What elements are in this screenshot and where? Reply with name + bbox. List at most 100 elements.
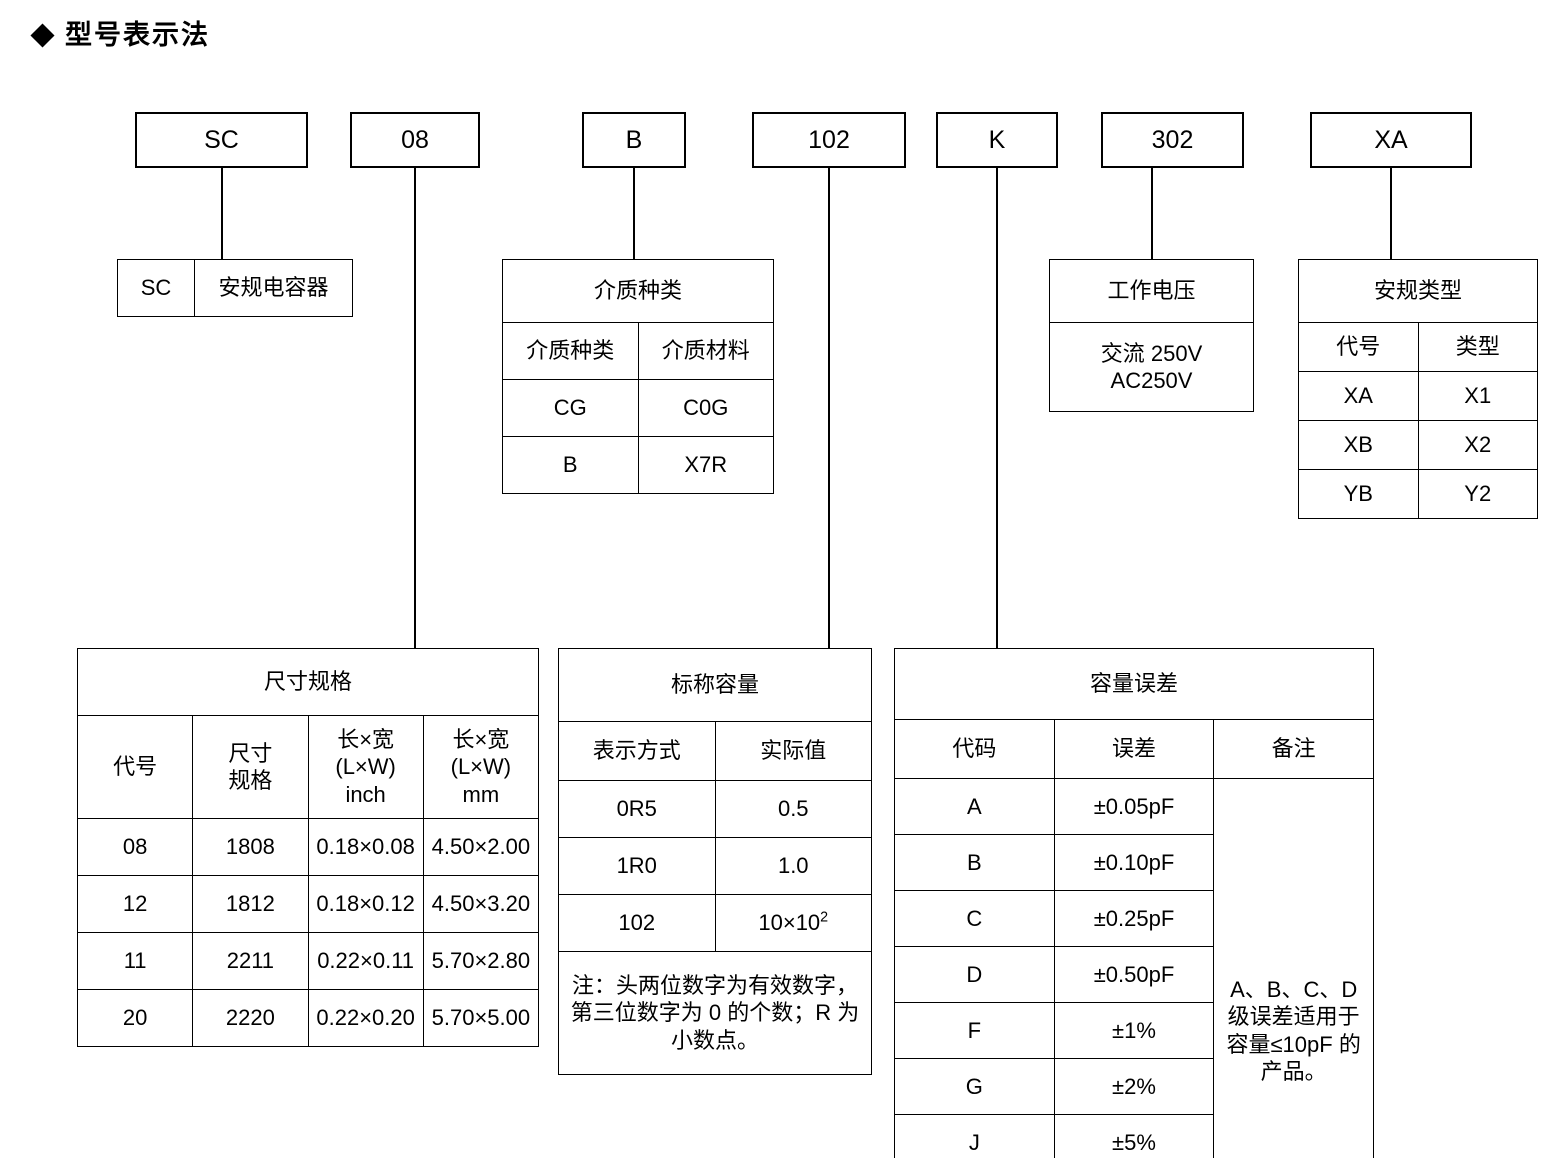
size-code-cell: 11 bbox=[76, 932, 194, 990]
tolerance-header-value: 误差 bbox=[1053, 719, 1215, 779]
table-row: YB Y2 bbox=[1298, 469, 1538, 519]
capacitance-notation-cell: 1R0 bbox=[558, 837, 716, 895]
connector-tolerance bbox=[996, 168, 998, 650]
safety-type-header-type: 类型 bbox=[1417, 322, 1538, 372]
size-spec-cell: 1812 bbox=[192, 875, 309, 933]
table-row: 标称容量 bbox=[558, 648, 872, 722]
table-row: 介质种类 bbox=[502, 259, 774, 323]
size-table-title: 尺寸规格 bbox=[77, 648, 539, 716]
table-row: 介质种类 介质材料 bbox=[502, 322, 774, 380]
table-row: XB X2 bbox=[1298, 420, 1538, 470]
tolerance-table: 容量误差 代码 误差 备注 A ±0.05pF A、B、C、D 级误差适用于容量… bbox=[894, 648, 1374, 1158]
size-header-mm-l1: 长×宽 bbox=[452, 726, 510, 752]
size-mm-cell: 5.70×2.80 bbox=[422, 932, 540, 990]
capacitance-table-title: 标称容量 bbox=[558, 648, 872, 722]
table-row: 1R0 1.0 bbox=[558, 837, 872, 895]
code-box-voltage-label: 302 bbox=[1151, 125, 1194, 154]
table-row: CG C0G bbox=[502, 379, 774, 437]
safety-type-type-cell: Y2 bbox=[1417, 469, 1538, 519]
tolerance-value-cell: ±0.25pF bbox=[1053, 890, 1215, 947]
capacitance-actual-cell: 10×102 bbox=[714, 894, 872, 952]
code-box-size: 08 bbox=[350, 112, 480, 168]
dielectric-header-kind: 介质种类 bbox=[502, 322, 639, 380]
working-voltage-title: 工作电压 bbox=[1049, 259, 1254, 323]
capacitance-header-notation: 表示方式 bbox=[558, 721, 716, 781]
connector-safety-type bbox=[1390, 168, 1392, 259]
code-box-safety-type-label: XA bbox=[1374, 125, 1408, 154]
table-row: A ±0.05pF A、B、C、D 级误差适用于容量≤10pF 的产品。 bbox=[894, 778, 1374, 1158]
size-inch-cell: 0.18×0.12 bbox=[307, 875, 424, 933]
code-box-tolerance: K bbox=[936, 112, 1058, 168]
tolerance-code-cell: G bbox=[894, 1058, 1055, 1115]
size-header-mm: 长×宽 (L×W) mm bbox=[422, 715, 540, 819]
table-row: 表示方式 实际值 bbox=[558, 721, 872, 781]
code-box-capacitance: 102 bbox=[752, 112, 906, 168]
table-row: 代号 尺寸 规格 长×宽 (L×W) inch 长×宽 (L×W) mm bbox=[76, 715, 540, 819]
safety-type-title: 安规类型 bbox=[1298, 259, 1538, 323]
capacitance-actual-cell: 1.0 bbox=[714, 837, 872, 895]
tolerance-code-cell: B bbox=[894, 834, 1055, 891]
size-spec-cell: 1808 bbox=[192, 818, 309, 876]
working-voltage-value: 交流 250V AC250V bbox=[1049, 322, 1254, 412]
tolerance-header-remark: 备注 bbox=[1213, 719, 1374, 779]
table-row: SC 安规电容器 bbox=[117, 259, 353, 317]
size-mm-cell: 4.50×2.00 bbox=[422, 818, 540, 876]
capacitance-header-actual: 实际值 bbox=[714, 721, 872, 781]
size-spec-cell: 2220 bbox=[192, 989, 309, 1047]
tolerance-code-cell: F bbox=[894, 1002, 1055, 1059]
size-header-mm-l3: mm bbox=[462, 781, 500, 807]
table-row: C ±0.25pF bbox=[894, 890, 1374, 947]
code-box-sc-label: SC bbox=[204, 125, 239, 154]
tolerance-value-cell: ±0.05pF bbox=[1053, 778, 1215, 835]
tolerance-code-cell: J bbox=[894, 1114, 1055, 1158]
code-box-tolerance-label: K bbox=[988, 125, 1006, 154]
dielectric-table: 介质种类 介质种类 介质材料 CG C0G B X7R bbox=[502, 259, 774, 494]
size-inch-cell: 0.22×0.11 bbox=[307, 932, 424, 990]
table-row: 0R5 0.5 bbox=[558, 780, 872, 838]
dielectric-material-cell: X7R bbox=[637, 436, 774, 494]
code-box-voltage: 302 bbox=[1101, 112, 1244, 168]
dielectric-material-cell: C0G bbox=[637, 379, 774, 437]
table-row: B X7R bbox=[502, 436, 774, 494]
size-mm-cell: 4.50×3.20 bbox=[422, 875, 540, 933]
connector-sc bbox=[221, 168, 223, 259]
safety-type-table: 安规类型 代号 类型 XA X1 XB X2 YB Y2 bbox=[1298, 259, 1538, 519]
working-voltage-line-ac-cn: 交流 250V bbox=[1100, 340, 1203, 366]
size-code-cell: 12 bbox=[76, 875, 194, 933]
tolerance-code-cell: D bbox=[894, 946, 1055, 1003]
connector-size bbox=[414, 168, 416, 650]
size-header-inch-l2: (L×W) bbox=[335, 754, 396, 780]
table-row: 工作电压 bbox=[1049, 259, 1254, 323]
safety-type-code-cell: YB bbox=[1298, 469, 1419, 519]
size-header-spec-l2: 规格 bbox=[228, 768, 273, 793]
size-header-code: 代号 bbox=[76, 715, 194, 819]
code-box-dielectric: B bbox=[582, 112, 686, 168]
diamond-bullet-icon bbox=[30, 23, 55, 48]
size-header-inch: 长×宽 (L×W) inch bbox=[307, 715, 424, 819]
table-row: 12 1812 0.18×0.12 4.50×3.20 bbox=[76, 875, 540, 933]
table-row: 08 1808 0.18×0.08 4.50×2.00 bbox=[76, 818, 540, 876]
safety-type-type-cell: X2 bbox=[1417, 420, 1538, 470]
connector-capacitance bbox=[828, 168, 830, 650]
size-specification-table: 尺寸规格 代号 尺寸 规格 长×宽 (L×W) inch 长×宽 (L×W) m… bbox=[76, 648, 540, 1047]
page-title: 型号表示法 bbox=[30, 20, 210, 50]
dielectric-header-material: 介质材料 bbox=[637, 322, 774, 380]
page-title-text: 型号表示法 bbox=[65, 20, 210, 50]
capacitance-actual-exponent: 2 bbox=[820, 909, 829, 926]
table-row: 代号 类型 bbox=[1298, 322, 1538, 372]
code-box-sc: SC bbox=[135, 112, 308, 168]
table-row: XA X1 bbox=[1298, 371, 1538, 421]
capacitance-note: 注：头两位数字为有效数字，第三位数字为 0 的个数；R 为小数点。 bbox=[558, 951, 872, 1075]
table-row: 11 2211 0.22×0.11 5.70×2.80 bbox=[76, 932, 540, 990]
dielectric-table-title: 介质种类 bbox=[502, 259, 774, 323]
tolerance-header-code: 代码 bbox=[894, 719, 1055, 779]
series-description-table: SC 安规电容器 bbox=[117, 259, 353, 317]
connector-dielectric bbox=[633, 168, 635, 259]
table-row: D ±0.50pF bbox=[894, 946, 1374, 1003]
size-mm-cell: 5.70×5.00 bbox=[422, 989, 540, 1047]
size-inch-cell: 0.22×0.20 bbox=[307, 989, 424, 1047]
tolerance-table-title: 容量误差 bbox=[894, 648, 1374, 720]
size-spec-cell: 2211 bbox=[192, 932, 309, 990]
tolerance-value-cell: ±0.10pF bbox=[1053, 834, 1215, 891]
